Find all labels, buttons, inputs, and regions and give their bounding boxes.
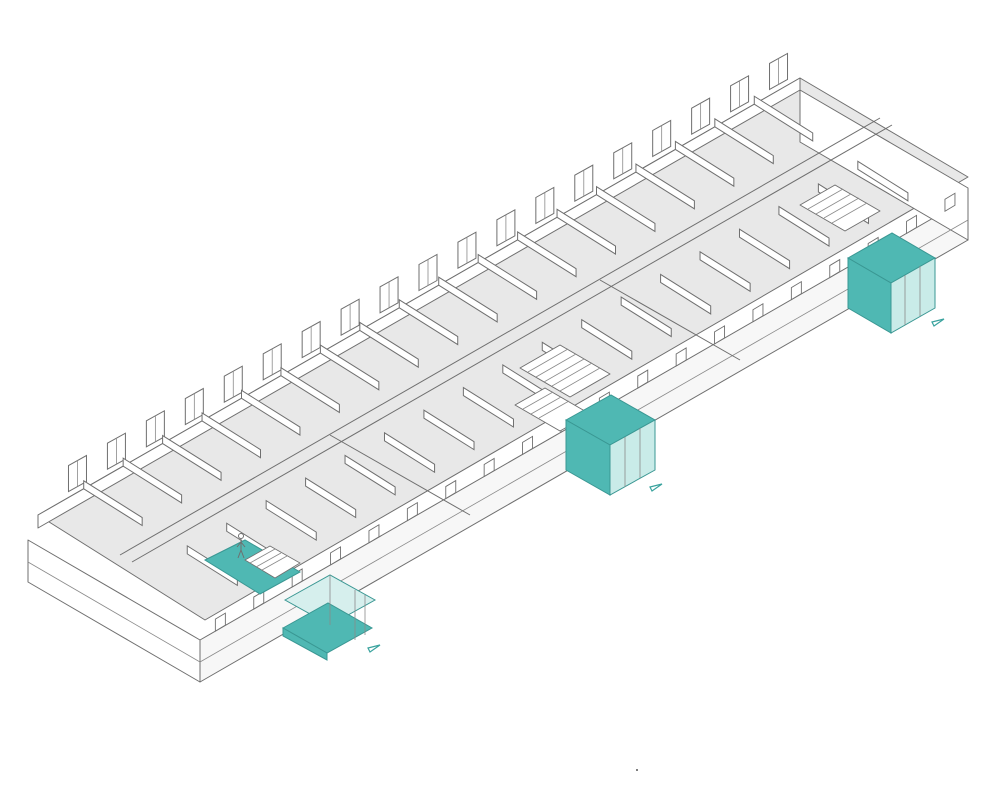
entrance-ramp [203,539,302,595]
partition-wall-front [383,431,436,474]
parapet-notch [714,325,726,345]
corridors [119,117,893,563]
partition-wall [753,95,814,142]
partition-wall [596,185,656,233]
glass-pavilion-center [564,394,657,496]
partition-wall-front [620,296,672,338]
partition-wall [556,208,617,255]
parapet-notch [906,214,918,235]
partition-wall-front [778,205,830,247]
parapet-notch [522,435,534,456]
partition-wall [280,366,340,414]
partition-wall-front [699,250,751,293]
partition-wall [477,253,538,301]
partition-wall-front [660,273,712,315]
partition-wall-front [265,499,317,542]
parapet-notch [829,258,841,279]
partition-wall-front [462,386,514,428]
parapet-notch [445,479,457,500]
partition-wall [201,412,262,459]
parapet-notch [214,612,226,632]
parapet-notch [944,192,956,213]
partition-wall [240,389,301,436]
partition-wall [674,140,735,188]
glass-pavilion-right [846,232,937,334]
stair-central [519,344,611,398]
cross-corridor-2 [599,279,741,361]
partition-wall-front [344,454,396,496]
partition-wall-front [423,409,475,451]
main-corridor-line-2 [131,124,893,563]
partition-wall [714,117,774,165]
cross-corridor-1 [329,434,471,516]
dot-marker [636,769,638,771]
parapet-notch [368,523,380,544]
partition-wall [83,479,143,527]
main-corridor-line [119,117,881,556]
north-arrow-3 [931,318,945,327]
parapet-notch [483,457,495,478]
partition-wall [635,163,695,210]
person-figure [236,533,246,559]
partition-wall-front [305,477,357,519]
partition-wall [319,344,380,391]
stair-right [799,184,881,232]
partition-wall-front [857,160,909,202]
entrance-front [282,627,328,661]
partition-wall [162,434,222,482]
parapet-notch [330,546,342,566]
back-wall-windows [67,52,789,493]
parapet-notch [637,369,649,389]
parapet-notch [406,501,418,522]
parapet-notch [790,280,802,301]
ramp-steps [244,545,301,579]
parapet-notch [752,302,764,323]
ramp-top [203,539,302,595]
partition-wall [359,321,419,369]
building-shell [27,77,969,683]
glass-pavilion-entrance [281,574,377,661]
partition-wall [438,276,498,323]
north-arrow-1 [367,644,381,653]
parapet-notch [675,347,687,367]
partition-wall [517,231,577,278]
partition-wall [398,298,459,346]
partition-wall-front [581,318,633,361]
partition-wall-front [738,228,791,270]
north-arrows [367,318,945,653]
partition-wall [122,457,183,504]
north-arrow-2 [649,483,663,492]
